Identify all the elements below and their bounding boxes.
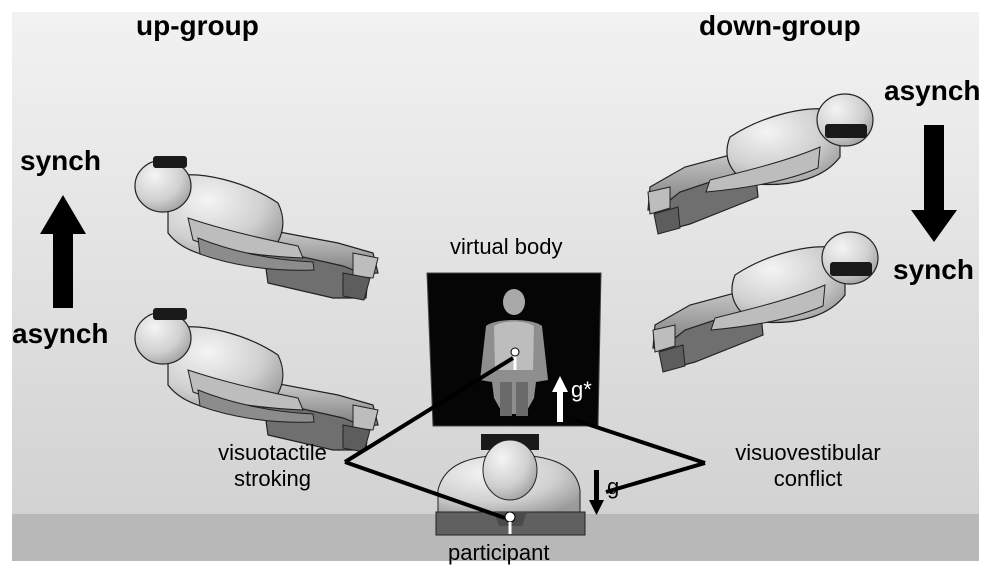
visuotactile-line1: visuotactile bbox=[200, 440, 345, 466]
down-synch-label: synch bbox=[893, 254, 974, 286]
g-label: g bbox=[607, 474, 619, 500]
virtual-probe-tip bbox=[511, 348, 519, 356]
down-asynch-label: asynch bbox=[884, 75, 981, 107]
up-group-title: up-group bbox=[136, 10, 259, 42]
up-synch-label: synch bbox=[20, 145, 101, 177]
visuovestibular-line2: conflict bbox=[718, 466, 898, 492]
participant-label: participant bbox=[448, 540, 550, 566]
virtual-body-label: virtual body bbox=[450, 234, 563, 260]
visuovestibular-label: visuovestibular conflict bbox=[718, 440, 898, 492]
g-star-label: g* bbox=[571, 377, 592, 403]
visuotactile-label: visuotactile stroking bbox=[200, 440, 345, 492]
visuovestibular-line1: visuovestibular bbox=[718, 440, 898, 466]
participant-probe-tip bbox=[505, 512, 515, 522]
virtual-body-screen bbox=[427, 273, 601, 426]
up-asynch-label: asynch bbox=[12, 318, 109, 350]
down-group-title: down-group bbox=[699, 10, 861, 42]
visuotactile-line2: stroking bbox=[200, 466, 345, 492]
